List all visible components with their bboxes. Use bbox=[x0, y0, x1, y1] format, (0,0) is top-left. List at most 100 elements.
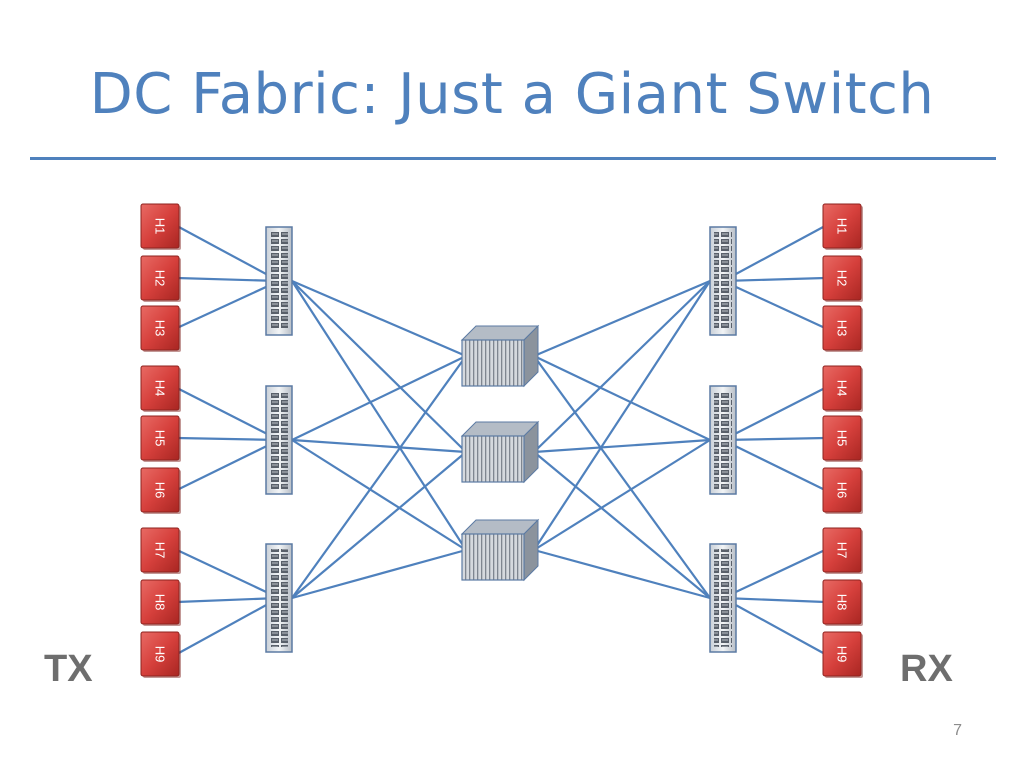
host-box bbox=[822, 415, 862, 461]
tx-host: H6 bbox=[140, 467, 181, 514]
rx-host: H4 bbox=[822, 365, 863, 412]
rx-host-link bbox=[722, 225, 826, 282]
host-label: H9 bbox=[153, 646, 168, 663]
tx-core-link bbox=[291, 439, 467, 551]
rx-host: H2 bbox=[822, 255, 863, 302]
rx-core-link bbox=[533, 438, 711, 454]
tx-core-link bbox=[291, 279, 467, 358]
tx-host-link bbox=[176, 276, 280, 283]
rx-host-link bbox=[722, 276, 826, 283]
host-label: H9 bbox=[835, 646, 850, 663]
tx-host-link bbox=[176, 387, 280, 441]
tx-host: H1 bbox=[140, 203, 181, 250]
rx-core-link bbox=[533, 439, 711, 551]
tx-host: H3 bbox=[140, 305, 181, 352]
tx-label: TX bbox=[44, 648, 93, 690]
rx-tor-switch bbox=[709, 385, 737, 495]
tx-tor-switch bbox=[265, 543, 293, 653]
rx-core-link bbox=[533, 280, 711, 551]
tx-host: H2 bbox=[140, 255, 181, 302]
tx-host-link bbox=[176, 596, 280, 604]
host-label: H1 bbox=[153, 218, 168, 235]
host-box bbox=[140, 579, 180, 625]
host-box bbox=[822, 527, 862, 573]
rx-host: H1 bbox=[822, 203, 863, 250]
tx-core-link bbox=[291, 451, 467, 599]
host-box bbox=[822, 203, 862, 249]
host-box bbox=[140, 305, 180, 351]
host-label: H7 bbox=[153, 542, 168, 559]
tor-ports bbox=[714, 549, 732, 647]
tx-host-link bbox=[176, 439, 280, 491]
core-front bbox=[461, 339, 525, 387]
rx-host-link bbox=[722, 387, 826, 441]
host-label: H3 bbox=[835, 320, 850, 337]
host-label: H1 bbox=[835, 218, 850, 235]
host-box bbox=[140, 255, 180, 301]
tx-host: H8 bbox=[140, 579, 181, 626]
tx-host-link bbox=[176, 597, 280, 655]
rx-core-link bbox=[533, 451, 711, 599]
host-box bbox=[822, 365, 862, 411]
core-switch bbox=[460, 518, 540, 582]
title-divider bbox=[30, 157, 996, 160]
rx-core-link bbox=[533, 279, 711, 358]
tx-host: H4 bbox=[140, 365, 181, 412]
host-label: H5 bbox=[153, 430, 168, 447]
host-label: H8 bbox=[153, 594, 168, 611]
rx-host: H8 bbox=[822, 579, 863, 626]
host-box bbox=[822, 255, 862, 301]
rx-host-link bbox=[722, 439, 826, 491]
rx-core-link bbox=[533, 355, 711, 441]
tx-host-link bbox=[176, 280, 280, 329]
host-label: H5 bbox=[835, 430, 850, 447]
rx-host: H5 bbox=[822, 415, 863, 462]
tx-core-link bbox=[291, 280, 467, 453]
rx-core-link bbox=[533, 355, 711, 599]
host-box bbox=[822, 305, 862, 351]
tx-host-link bbox=[176, 436, 280, 442]
host-label: H3 bbox=[153, 320, 168, 337]
rx-label: RX bbox=[900, 648, 953, 690]
core-front bbox=[461, 533, 525, 581]
rx-host-link bbox=[722, 597, 826, 655]
core-front bbox=[461, 435, 525, 483]
tor-ports bbox=[270, 391, 288, 489]
tx-core-link bbox=[291, 280, 467, 551]
links-layer bbox=[176, 225, 826, 655]
rx-host-link bbox=[722, 436, 826, 442]
tor-ports bbox=[270, 549, 288, 647]
host-box bbox=[140, 415, 180, 461]
rx-host-link bbox=[722, 596, 826, 604]
tor-ports bbox=[270, 232, 288, 330]
rx-core-link bbox=[533, 548, 711, 600]
tx-tor-switch bbox=[265, 385, 293, 495]
host-box bbox=[140, 203, 180, 249]
rx-host: H3 bbox=[822, 305, 863, 352]
host-box bbox=[140, 631, 180, 677]
rx-tor-switch bbox=[709, 543, 737, 653]
host-box bbox=[822, 467, 862, 513]
core-switch bbox=[460, 420, 540, 484]
host-label: H7 bbox=[835, 542, 850, 559]
rx-core-link bbox=[533, 280, 711, 453]
tx-tor-switch bbox=[265, 226, 293, 336]
host-box bbox=[140, 467, 180, 513]
tx-host: H5 bbox=[140, 415, 181, 462]
tx-core-link bbox=[291, 548, 467, 600]
host-box bbox=[140, 527, 180, 573]
tx-host: H9 bbox=[140, 631, 181, 678]
host-label: H6 bbox=[835, 482, 850, 499]
tx-core-link bbox=[291, 355, 467, 441]
rx-tor-switch bbox=[709, 226, 737, 336]
tor-ports bbox=[714, 232, 732, 330]
host-box bbox=[140, 365, 180, 411]
tx-host: H7 bbox=[140, 527, 181, 574]
core-switch bbox=[460, 324, 540, 388]
host-box bbox=[822, 579, 862, 625]
slide-title: DC Fabric: Just a Giant Switch bbox=[89, 62, 935, 127]
tx-host-link bbox=[176, 225, 280, 282]
rx-host-link bbox=[722, 280, 826, 329]
